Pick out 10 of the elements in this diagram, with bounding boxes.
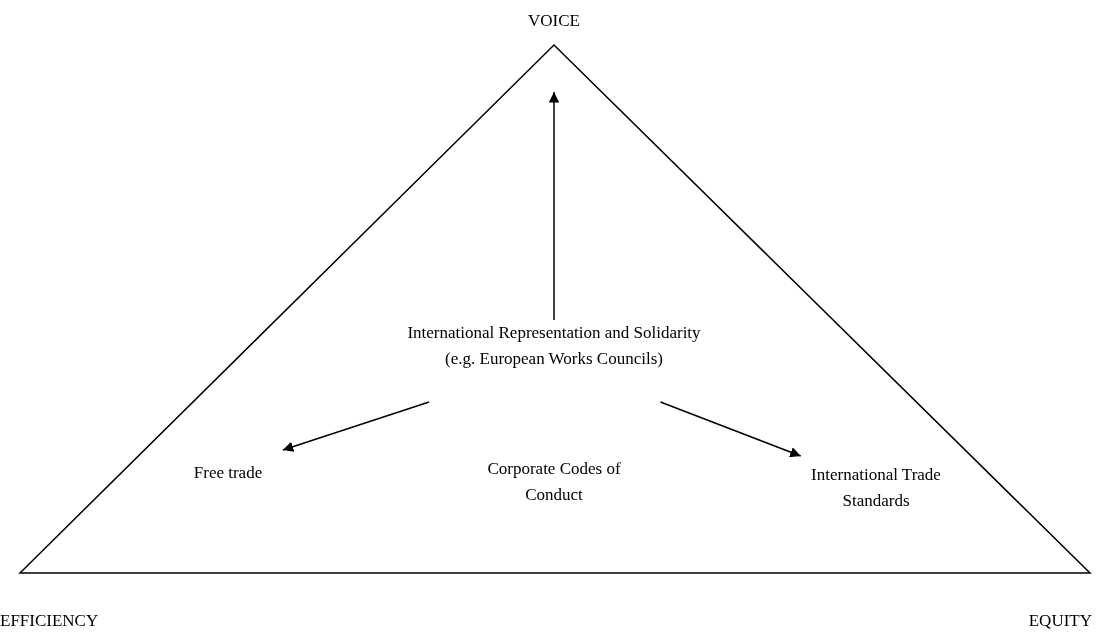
- node-label: EFFICIENCY: [0, 610, 99, 632]
- node-label: VOICE: [528, 10, 580, 32]
- node-label: International Trade Standards: [810, 464, 942, 512]
- node-label: EQUITY: [1028, 610, 1092, 632]
- arrow: [548, 91, 560, 321]
- arrow: [282, 401, 430, 452]
- node-label: Free trade: [193, 462, 263, 484]
- node-label: International Representation and Solidarity (e.g. European Works Councils): [406, 322, 702, 370]
- arrow: [659, 401, 802, 458]
- node-label: Corporate Codes of Conduct: [486, 458, 622, 506]
